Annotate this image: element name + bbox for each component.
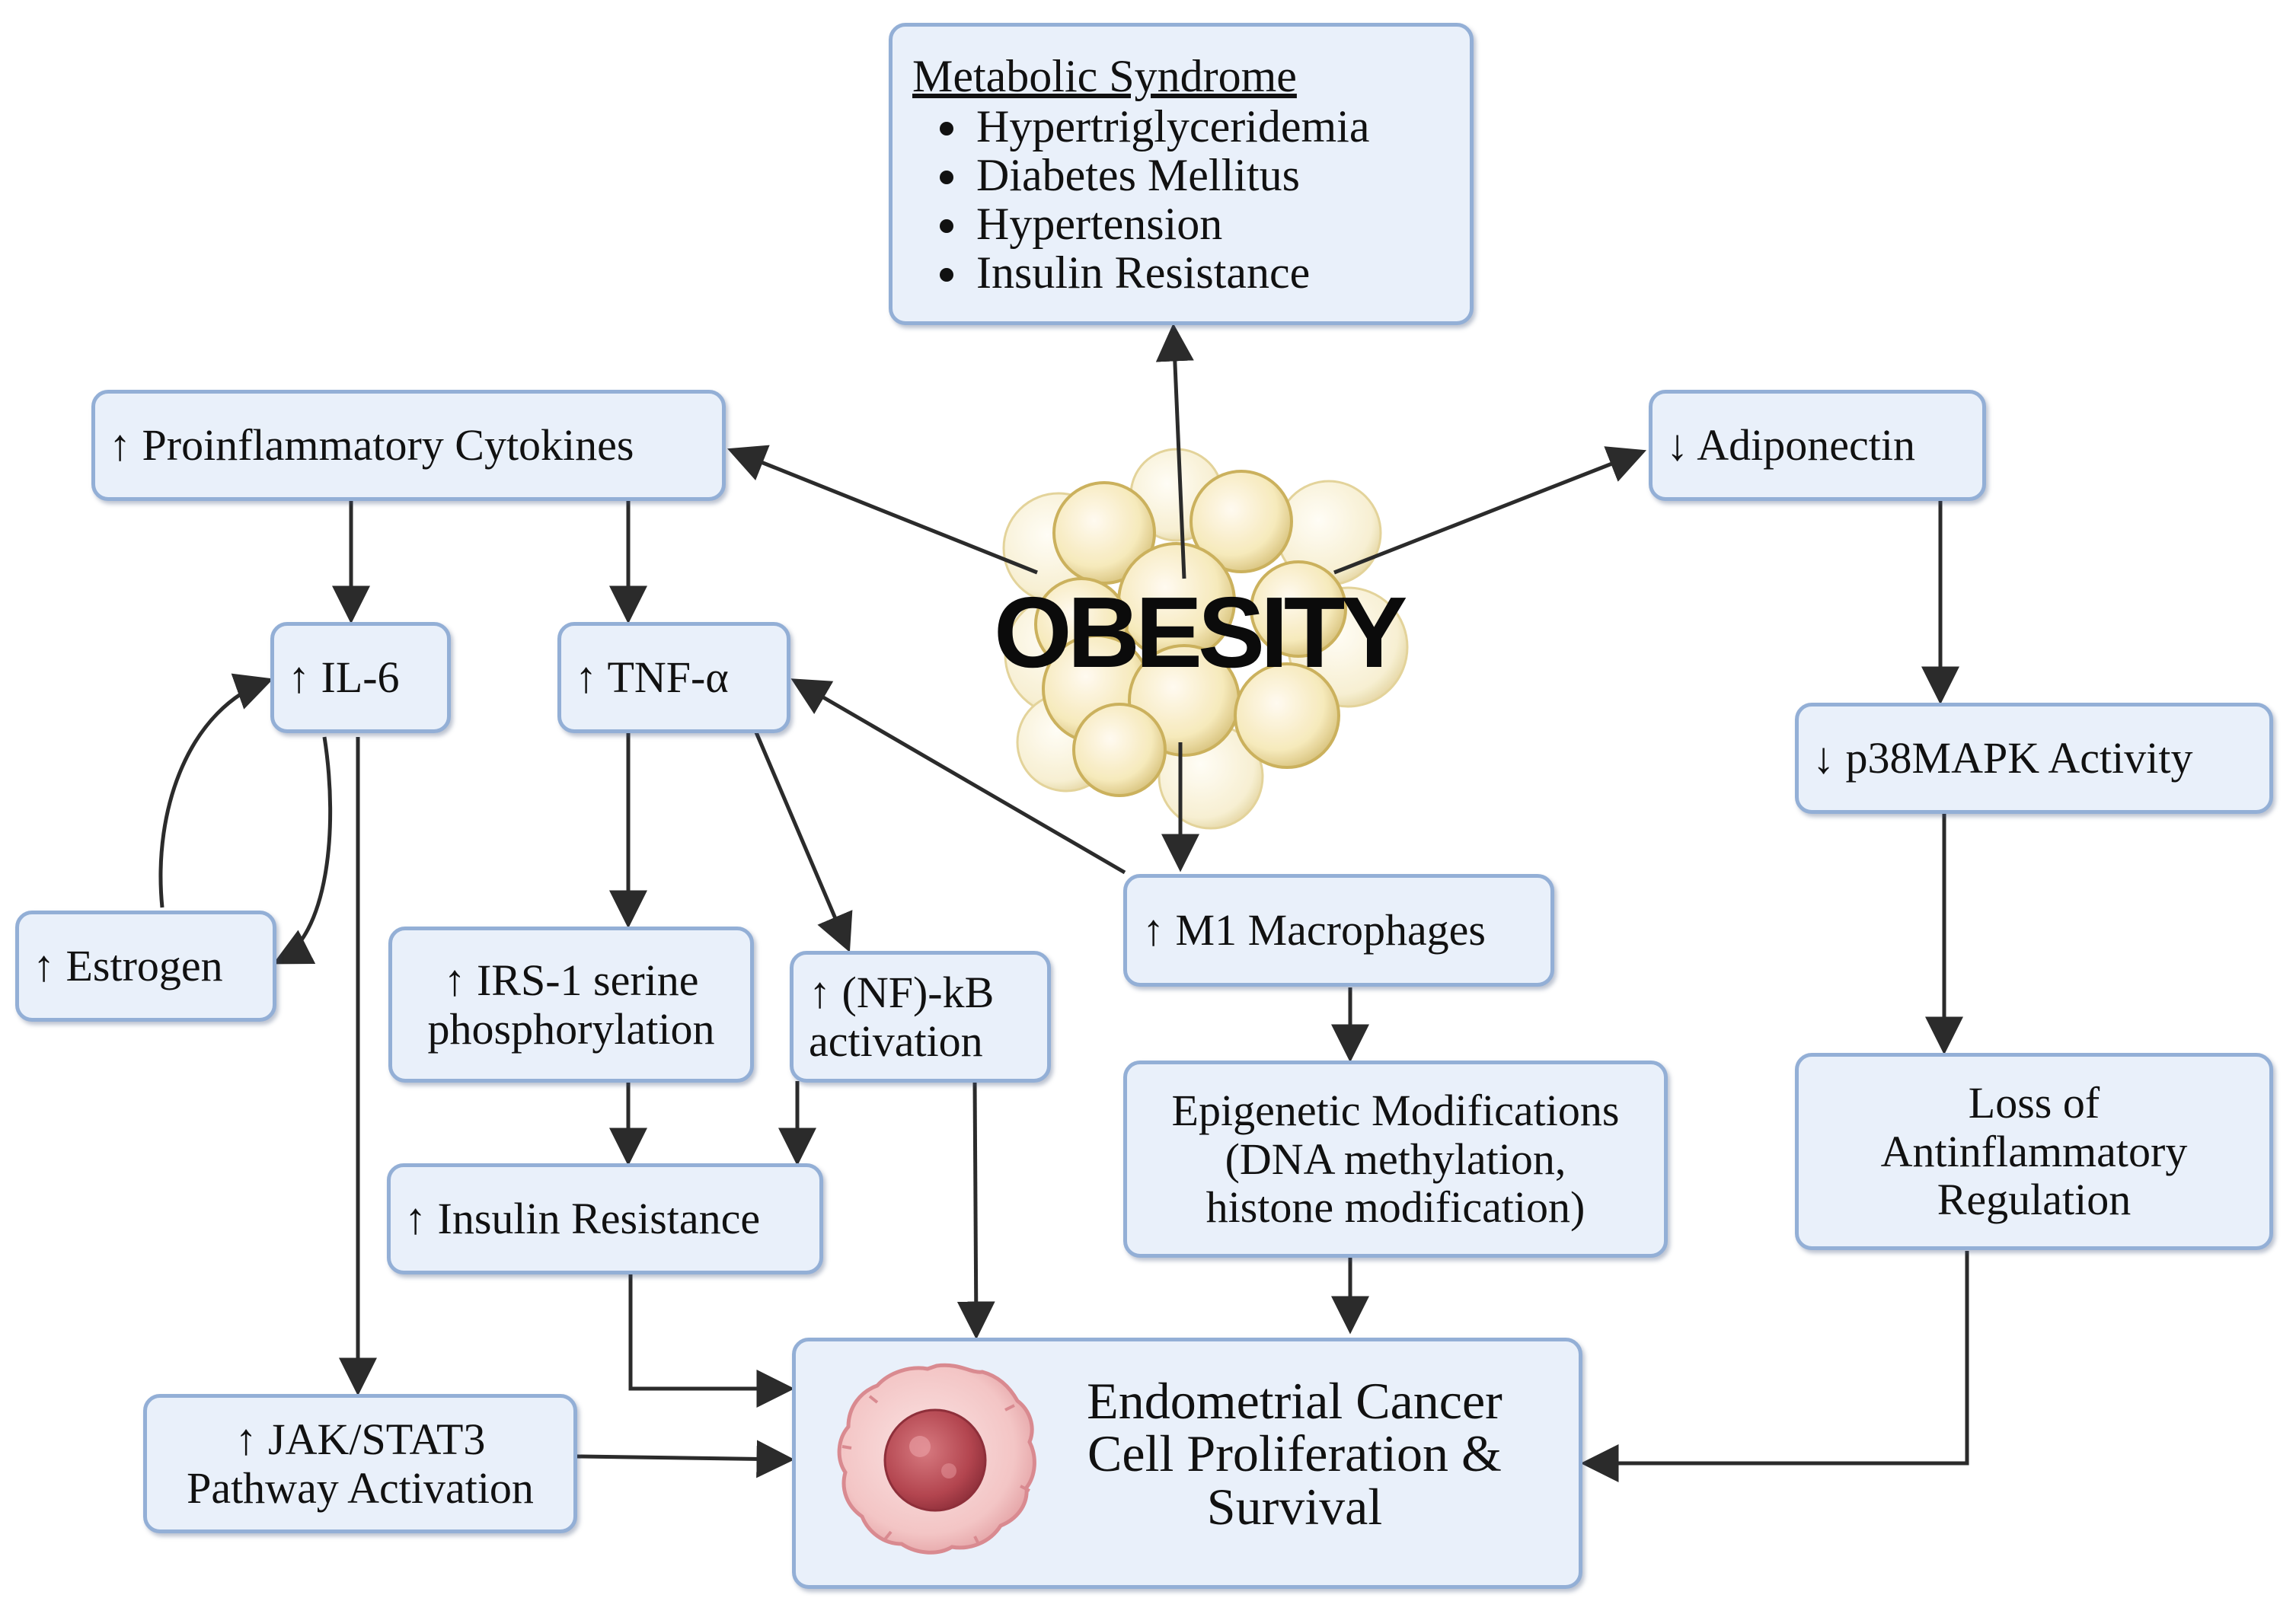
cancer-label-line1: Endometrial Cancer [1087, 1372, 1502, 1430]
epigenetic-label-line3: histone modification) [1205, 1182, 1585, 1233]
epigenetic-label-line2: (DNA methylation, [1225, 1134, 1566, 1184]
insulin-resistance-label: ↑ Insulin Resistance [404, 1194, 761, 1244]
endometrial-cancer-label: Endometrial Cancer Cell Proliferation & … [1047, 1372, 1542, 1536]
nfkb-label-line1: ↑ (NF)-kB [809, 967, 995, 1017]
arrow-il6-to-estrogen [273, 736, 333, 965]
arrow-loss-to-cancer [1580, 1251, 1969, 1482]
jak-label-line2: Pathway Activation [187, 1462, 534, 1513]
list-item: Hypertriglyceridemia [972, 102, 1369, 151]
m1-macrophages-box: ↑ M1 Macrophages [1123, 874, 1554, 987]
loss-label-line2: Antinflammatory [1880, 1126, 2188, 1176]
metabolic-syndrome-title: Metabolic Syndrome [912, 50, 1297, 101]
arrow-tnf-to-nfkb [754, 732, 853, 952]
metabolic-syndrome-list: Hypertriglyceridemia Diabetes Mellitus H… [912, 102, 1369, 298]
arrow-estrogen-to-il6 [158, 673, 274, 908]
cancer-cell-icon [837, 1363, 1036, 1555]
irs1-label-line1: ↑ IRS-1 serine [443, 955, 699, 1005]
adiponectin-box: ↓ Adiponectin [1649, 390, 1986, 501]
list-item: Diabetes Mellitus [972, 151, 1369, 199]
m1-macrophages-label: ↑ M1 Macrophages [1142, 905, 1486, 955]
irs1-box: ↑ IRS-1 serine phosphorylation [388, 927, 754, 1083]
tnf-alpha-box: ↑ TNF-α [557, 622, 790, 733]
adiponectin-label: ↓ Adiponectin [1666, 420, 1916, 470]
arrow-obesity-to-cytokines [727, 445, 1038, 575]
estrogen-label: ↑ Estrogen [33, 941, 223, 991]
cancer-label-line3: Survival [1206, 1477, 1383, 1536]
jak-label-line1: ↑ JAK/STAT3 [235, 1414, 486, 1464]
arrow-jak-to-cancer [576, 1440, 795, 1478]
arrow-obesity-to-metabolic [1155, 323, 1194, 579]
loss-label-line3: Regulation [1937, 1175, 2132, 1225]
arrow-nfkb-to-cancer [956, 1080, 995, 1340]
loss-antinflammatory-box: Loss of Antinflammatory Regulation [1795, 1053, 2273, 1250]
list-item: Insulin Resistance [972, 248, 1369, 297]
insulin-resistance-box: ↑ Insulin Resistance [387, 1163, 823, 1274]
nfkb-label-line2: activation [809, 1016, 983, 1066]
metabolic-syndrome-box: Metabolic Syndrome Hypertriglyceridemia … [889, 23, 1474, 325]
nfkb-box: ↑ (NF)-kB activation [790, 951, 1051, 1083]
irs1-label-line2: phosphorylation [427, 1003, 715, 1054]
jak-stat3-box: ↑ JAK/STAT3 Pathway Activation [143, 1394, 577, 1533]
arrow-insulin-to-cancer [628, 1273, 795, 1408]
arrow-m1-to-tnf [790, 678, 1126, 875]
p38mapk-box: ↓ p38MAPK Activity [1795, 703, 2273, 814]
list-item: Hypertension [972, 199, 1369, 248]
il6-box: ↑ IL-6 [270, 622, 451, 733]
epigenetic-label-line1: Epigenetic Modifications [1171, 1085, 1620, 1135]
obesity-label: OBESITY [994, 576, 1407, 688]
estrogen-box: ↑ Estrogen [15, 911, 276, 1022]
cancer-label-line2: Cell Proliferation & [1087, 1424, 1502, 1483]
proinflammatory-cytokines-label: ↑ Proinflammatory Cytokines [109, 420, 634, 470]
proinflammatory-cytokines-box: ↑ Proinflammatory Cytokines [91, 390, 726, 501]
tnf-alpha-label: ↑ TNF-α [575, 652, 729, 703]
il6-label: ↑ IL-6 [288, 652, 400, 703]
p38mapk-label: ↓ p38MAPK Activity [1812, 733, 2193, 783]
loss-label-line1: Loss of [1968, 1077, 2100, 1128]
arrow-obesity-to-adiponectin [1333, 446, 1646, 575]
epigenetic-modifications-box: Epigenetic Modifications (DNA methylatio… [1123, 1061, 1668, 1258]
